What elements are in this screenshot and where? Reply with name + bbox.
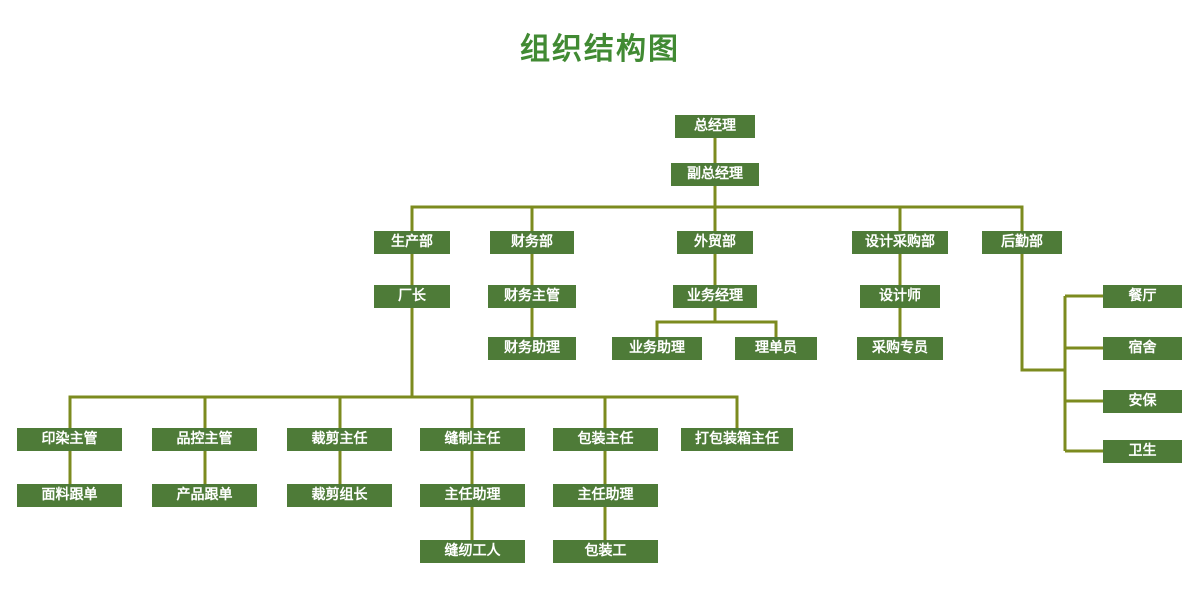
node-packing-worker: 包装工 xyxy=(553,540,658,563)
node-business-manager: 业务经理 xyxy=(673,285,757,308)
node-fabric-merchandiser: 面料跟单 xyxy=(17,484,122,507)
node-boxing-director: 打包装箱主任 xyxy=(681,428,793,451)
node-sewing-assistant: 主任助理 xyxy=(420,484,525,507)
node-factory-director: 厂长 xyxy=(374,285,450,308)
node-finance-assistant: 财务助理 xyxy=(488,337,576,360)
node-qc-supervisor: 品控主管 xyxy=(152,428,257,451)
connector-dept-drops xyxy=(530,207,902,231)
node-dyeing-supervisor: 印染主管 xyxy=(17,428,122,451)
connector-director-subbus xyxy=(68,308,739,428)
connector-trade-chain xyxy=(655,254,778,337)
connector-bottom-chains xyxy=(68,451,607,540)
node-production-dept: 生产部 xyxy=(374,231,450,254)
node-design-purchasing-dept: 设计采购部 xyxy=(852,231,948,254)
node-packing-director: 包装主任 xyxy=(553,428,658,451)
node-cutting-director: 裁剪主任 xyxy=(287,428,392,451)
node-packing-assistant: 主任助理 xyxy=(553,484,658,507)
node-sanitation: 卫生 xyxy=(1103,440,1182,463)
node-business-assistant: 业务助理 xyxy=(612,337,702,360)
node-finance-supervisor: 财务主管 xyxy=(488,285,576,308)
connector-logistics-chain xyxy=(1020,254,1103,453)
node-deputy-general-manager: 副总经理 xyxy=(671,163,759,186)
node-product-merchandiser: 产品跟单 xyxy=(152,484,257,507)
chart-title: 组织结构图 xyxy=(520,32,680,67)
node-sewing-director: 缝制主任 xyxy=(420,428,525,451)
node-purchasing-specialist: 采购专员 xyxy=(857,337,943,360)
node-doc-clerk: 理单员 xyxy=(735,337,817,360)
node-designer: 设计师 xyxy=(860,285,940,308)
node-logistics-dept: 后勤部 xyxy=(982,231,1062,254)
connector-dept-bus xyxy=(410,205,1024,231)
node-canteen: 餐厅 xyxy=(1103,285,1182,308)
node-general-manager: 总经理 xyxy=(675,115,755,138)
node-security: 安保 xyxy=(1103,390,1182,413)
node-finance-dept: 财务部 xyxy=(490,231,574,254)
node-trade-dept: 外贸部 xyxy=(677,231,753,254)
node-dormitory: 宿舍 xyxy=(1103,337,1182,360)
node-sewing-workers: 缝纫工人 xyxy=(420,540,525,563)
node-cutting-leader: 裁剪组长 xyxy=(287,484,392,507)
